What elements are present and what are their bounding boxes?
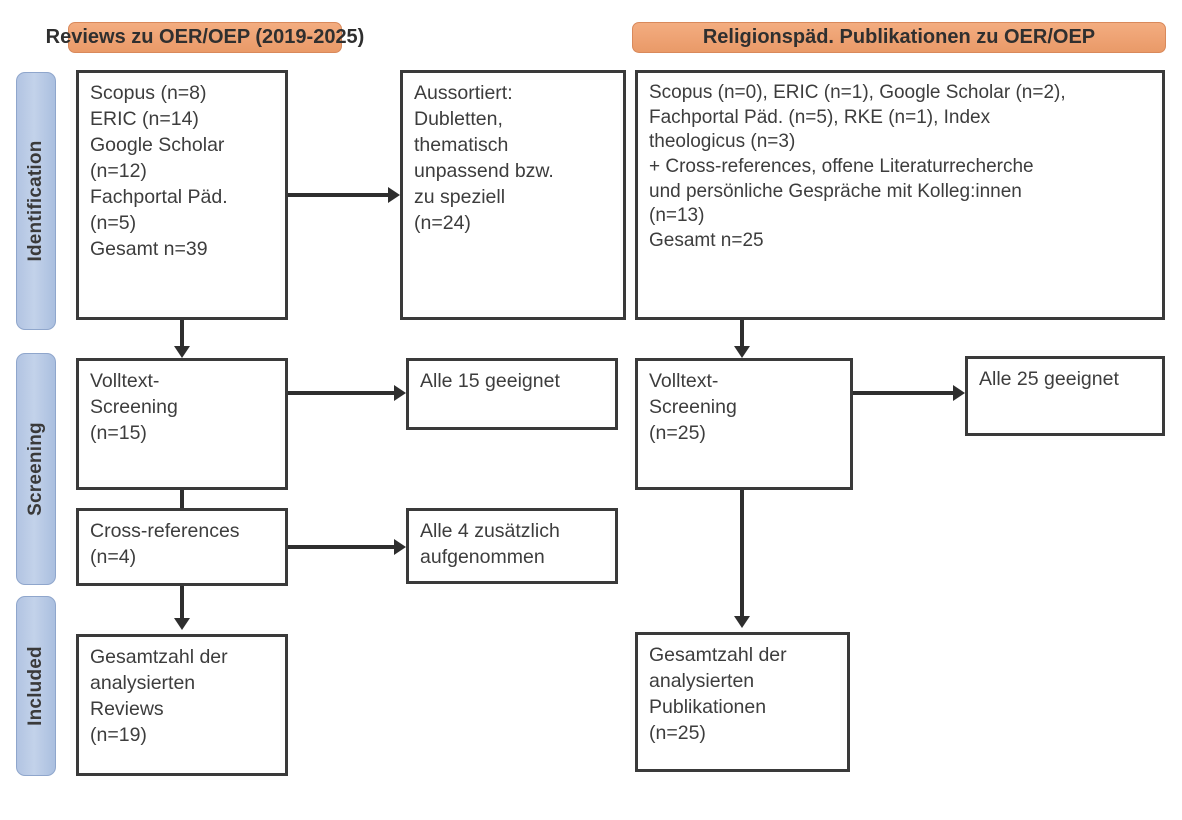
connector-left-fulltext-to-eligible (288, 391, 394, 395)
box-right-screening-fulltext: Volltext- Screening (n=25) (635, 358, 853, 490)
box-left-screening-crossrefs-result: Alle 4 zusätzlich aufgenommen (406, 508, 618, 584)
arrowhead-right-fulltext-to-eligible (953, 385, 965, 401)
phase-label-included: Included (16, 596, 56, 776)
arrowhead-right-fulltext-to-included (734, 616, 750, 628)
column-header-reviews-text: Reviews zu OER/OEP (2019-2025) (45, 26, 365, 48)
connector-left-crossrefs-to-result (288, 545, 394, 549)
connector-left-sources-to-excluded (288, 193, 388, 197)
connector-left-fulltext-to-crossrefs (180, 490, 184, 514)
box-left-identification-sources: Scopus (n=8) ERIC (n=14) Google Scholar … (76, 70, 288, 320)
arrowhead-right-sources-to-fulltext (734, 346, 750, 358)
box-left-screening-eligible: Alle 15 geeignet (406, 358, 618, 430)
connector-left-sources-to-fulltext (180, 320, 184, 352)
connector-right-sources-to-fulltext (740, 320, 744, 352)
phase-label-screening: Screening (16, 353, 56, 585)
arrowhead-left-sources-to-excluded (388, 187, 400, 203)
connector-left-crossrefs-to-included (180, 586, 184, 622)
column-header-religionspaed: Religionspäd. Publikationen zu OER/OEP (632, 22, 1166, 53)
column-header-religionspaed-text: Religionspäd. Publikationen zu OER/OEP (702, 26, 1096, 48)
arrowhead-left-crossrefs-to-result (394, 539, 406, 555)
box-left-included-total: Gesamtzahl der analysierten Reviews (n=1… (76, 634, 288, 776)
arrowhead-left-fulltext-to-eligible (394, 385, 406, 401)
arrowhead-left-sources-to-fulltext (174, 346, 190, 358)
box-right-included-total: Gesamtzahl der analysierten Publikatione… (635, 632, 850, 772)
phase-label-included-text: Included (25, 646, 46, 726)
arrowhead-left-crossrefs-to-included (174, 618, 190, 630)
column-header-reviews: Reviews zu OER/OEP (2019-2025) (46, 22, 364, 53)
connector-right-fulltext-to-included (740, 490, 744, 618)
box-left-screening-crossrefs: Cross-references (n=4) (76, 508, 288, 586)
box-right-screening-eligible: Alle 25 geeignet (965, 356, 1165, 436)
box-right-identification-sources: Scopus (n=0), ERIC (n=1), Google Scholar… (635, 70, 1165, 320)
box-left-identification-excluded: Aussortiert: Dubletten, thematisch unpas… (400, 70, 626, 320)
phase-label-identification: Identification (16, 72, 56, 330)
phase-label-screening-text: Screening (25, 422, 46, 516)
box-left-screening-fulltext: Volltext- Screening (n=15) (76, 358, 288, 490)
phase-label-identification-text: Identification (25, 140, 46, 262)
connector-right-fulltext-to-eligible (853, 391, 953, 395)
